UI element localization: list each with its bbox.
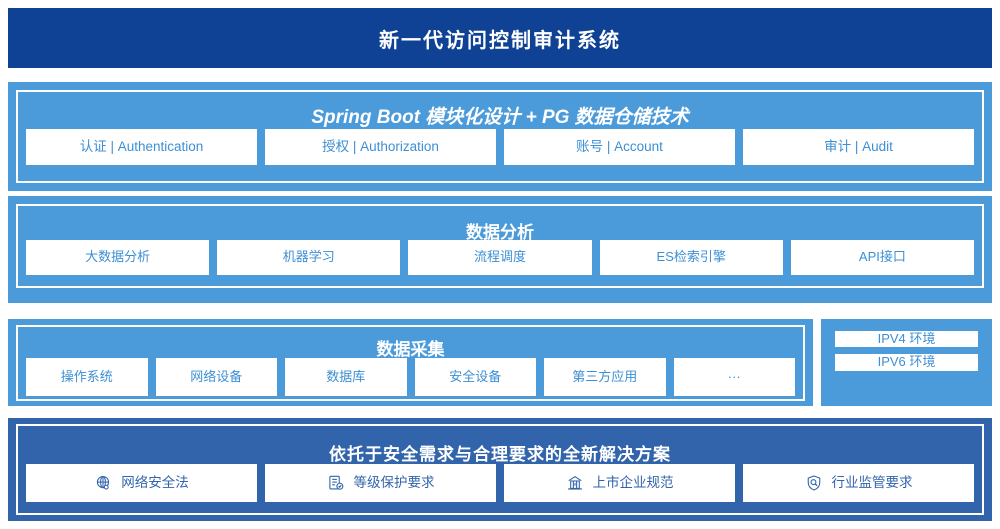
- chip-cybersecurity-law[interactable]: 网络安全法: [26, 464, 257, 502]
- chip-authorization[interactable]: 授权 | Authorization: [265, 129, 496, 165]
- chip-label: 上市企业规范: [592, 474, 674, 490]
- chip-operating-system[interactable]: 操作系统: [26, 358, 148, 396]
- chip-authentication[interactable]: 认证 | Authentication: [26, 129, 257, 165]
- ipv-chip-list: IPV4 环境 IPV6 环境: [835, 331, 978, 371]
- chip-ipv6-environment[interactable]: IPV6 环境: [835, 354, 978, 371]
- chip-listed-company-standard[interactable]: 上市企业规范: [504, 464, 735, 502]
- section-springboot: Spring Boot 模块化设计 + PG 数据仓储技术 认证 | Authe…: [8, 82, 992, 191]
- collect-inner-frame: 数据采集: [16, 325, 805, 401]
- analysis-chip-row: 大数据分析 机器学习 流程调度 ES检索引擎 API接口: [26, 240, 975, 275]
- springboot-title: Spring Boot 模块化设计 + PG 数据仓储技术: [311, 107, 689, 128]
- chip-label: 网络安全法: [121, 474, 189, 490]
- page-header: 新一代访问控制审计系统: [8, 8, 992, 68]
- shield-search-icon: [805, 474, 823, 492]
- chip-es-search-engine[interactable]: ES检索引擎: [599, 240, 783, 275]
- bank-building-icon: [566, 474, 584, 492]
- springboot-inner-frame: Spring Boot 模块化设计 + PG 数据仓储技术: [16, 90, 984, 183]
- chip-database[interactable]: 数据库: [285, 358, 407, 396]
- analysis-title: 数据分析: [466, 223, 534, 242]
- solution-title: 依托于安全需求与合理要求的全新解决方案: [329, 445, 671, 464]
- analysis-inner-frame: 数据分析: [16, 204, 984, 288]
- chip-third-party-app[interactable]: 第三方应用: [544, 358, 666, 396]
- chip-audit[interactable]: 审计 | Audit: [743, 129, 974, 165]
- chip-big-data-analysis[interactable]: 大数据分析: [26, 240, 210, 275]
- chip-security-device[interactable]: 安全设备: [414, 358, 536, 396]
- chip-api-interface[interactable]: API接口: [790, 240, 975, 275]
- collect-chip-row: 操作系统 网络设备 数据库 安全设备 第三方应用 ···: [26, 358, 795, 396]
- chip-process-scheduling[interactable]: 流程调度: [408, 240, 592, 275]
- section-data-analysis: 数据分析 大数据分析 机器学习 流程调度 ES检索引擎 API接口: [8, 196, 992, 303]
- collect-title: 数据采集: [376, 340, 445, 359]
- chip-ipv4-environment[interactable]: IPV4 环境: [835, 331, 978, 348]
- chip-more-ellipsis[interactable]: ···: [673, 358, 795, 396]
- page-title: 新一代访问控制审计系统: [379, 29, 621, 52]
- document-check-icon: [327, 474, 345, 492]
- section-data-collection: 数据采集 操作系统 网络设备 数据库 安全设备 第三方应用 ···: [8, 319, 813, 406]
- globe-network-icon: [94, 474, 112, 492]
- chip-classified-protection[interactable]: 等级保护要求: [265, 464, 496, 502]
- solution-chip-row: 网络安全法 等级保护要求: [26, 464, 974, 502]
- chip-network-device[interactable]: 网络设备: [155, 358, 277, 396]
- solution-inner-frame: 依托于安全需求与合理要求的全新解决方案: [16, 424, 984, 515]
- chip-label: 行业监管要求: [831, 474, 913, 490]
- chip-label: 等级保护要求: [353, 474, 435, 490]
- springboot-chip-row: 认证 | Authentication 授权 | Authorization 账…: [26, 129, 974, 165]
- section-ipv-environment: IPV4 环境 IPV6 环境: [821, 319, 992, 406]
- chip-industry-regulation[interactable]: 行业监管要求: [743, 464, 974, 502]
- chip-machine-learning[interactable]: 机器学习: [217, 240, 401, 275]
- chip-account[interactable]: 账号 | Account: [504, 129, 735, 165]
- section-solution: 依托于安全需求与合理要求的全新解决方案 网络安全法: [8, 418, 992, 521]
